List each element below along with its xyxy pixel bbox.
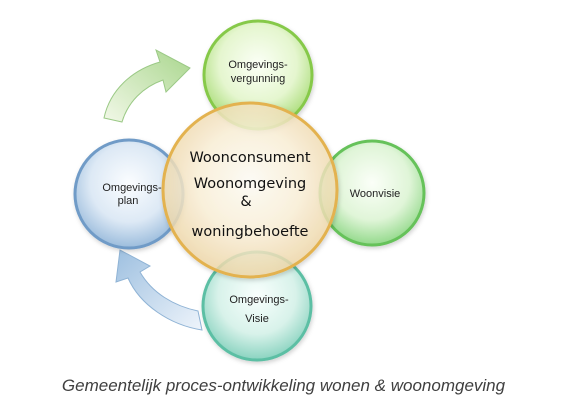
- node-right-label: Woonvisie: [350, 188, 401, 200]
- center-label-line2: Woonomgeving: [194, 176, 307, 192]
- center-label-line1: Woonconsument: [189, 150, 310, 166]
- node-top-label-line1: Omgevings-: [228, 59, 288, 71]
- cycle-arrow-bottom: [115, 249, 203, 331]
- node-top-label-line2: vergunning: [231, 73, 285, 85]
- diagram-caption: Gemeentelijk proces-ontwikkeling wonen &…: [61, 376, 506, 395]
- cycle-arrow-top: [103, 48, 191, 123]
- center-label-line3: &: [240, 194, 251, 210]
- center-circle: [161, 101, 339, 279]
- node-left-label-line2: plan: [118, 195, 139, 207]
- node-bottom-label-line2: Visie: [245, 313, 269, 325]
- node-left-label-line1: Omgevings-: [102, 182, 162, 194]
- center-label-line4: woningbehoefte: [192, 224, 309, 240]
- node-bottom-label-line1: Omgevings-: [229, 294, 289, 306]
